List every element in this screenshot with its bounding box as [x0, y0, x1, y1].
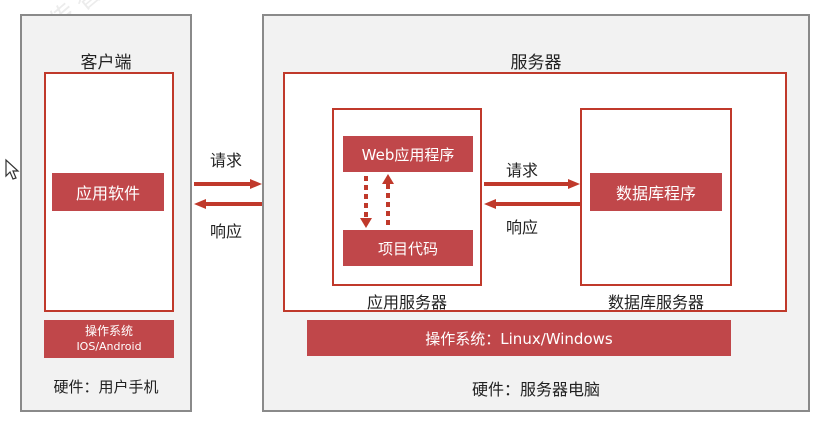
- server-title: 服务器: [510, 53, 562, 73]
- db-program-box: 数据库程序: [590, 173, 722, 211]
- cursor-icon: [5, 158, 20, 180]
- request-response-arrows: [194, 179, 262, 209]
- inner-request-response-arrows: [484, 179, 580, 209]
- app-server-caption: 应用服务器: [366, 293, 447, 312]
- web-app-code-arrows: [360, 174, 394, 228]
- server-os-bar: 操作系统：Linux/Windows: [307, 320, 731, 356]
- project-code-box: 项目代码: [343, 230, 473, 266]
- web-app-box: Web应用程序: [343, 136, 473, 172]
- client-app-box: 应用软件: [52, 173, 164, 211]
- inner-request-label: 请求: [505, 161, 538, 180]
- inner-response-label: 响应: [505, 218, 538, 237]
- request-label: 请求: [209, 151, 242, 170]
- db-server-caption: 数据库服务器: [607, 293, 704, 312]
- client-hardware-label: 硬件：用户手机: [53, 378, 159, 396]
- server-hardware-label: 硬件：服务器电脑: [471, 380, 600, 399]
- client-title: 客户端: [80, 53, 132, 73]
- client-os-box: 操作系统 IOS/Android: [44, 320, 174, 358]
- client-os-line2: IOS/Android: [76, 340, 142, 353]
- response-label: 响应: [209, 222, 242, 241]
- client-os-line1: 操作系统: [84, 324, 133, 338]
